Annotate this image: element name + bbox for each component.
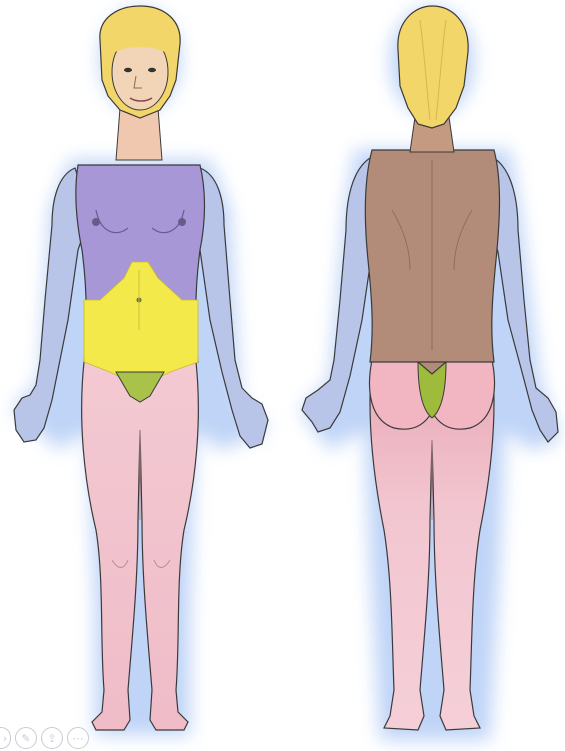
chevron-right-icon[interactable]: ›: [0, 727, 11, 749]
back-figure: [300, 6, 560, 740]
front-figure: [12, 6, 270, 735]
pencil-icon[interactable]: ✎: [15, 727, 37, 749]
front-head: [100, 6, 180, 118]
back-head: [398, 6, 468, 128]
share-icon[interactable]: ⇪: [41, 727, 63, 749]
viewer-controls: › ✎ ⇪ ⋯: [0, 727, 89, 749]
more-icon[interactable]: ⋯: [67, 727, 89, 749]
